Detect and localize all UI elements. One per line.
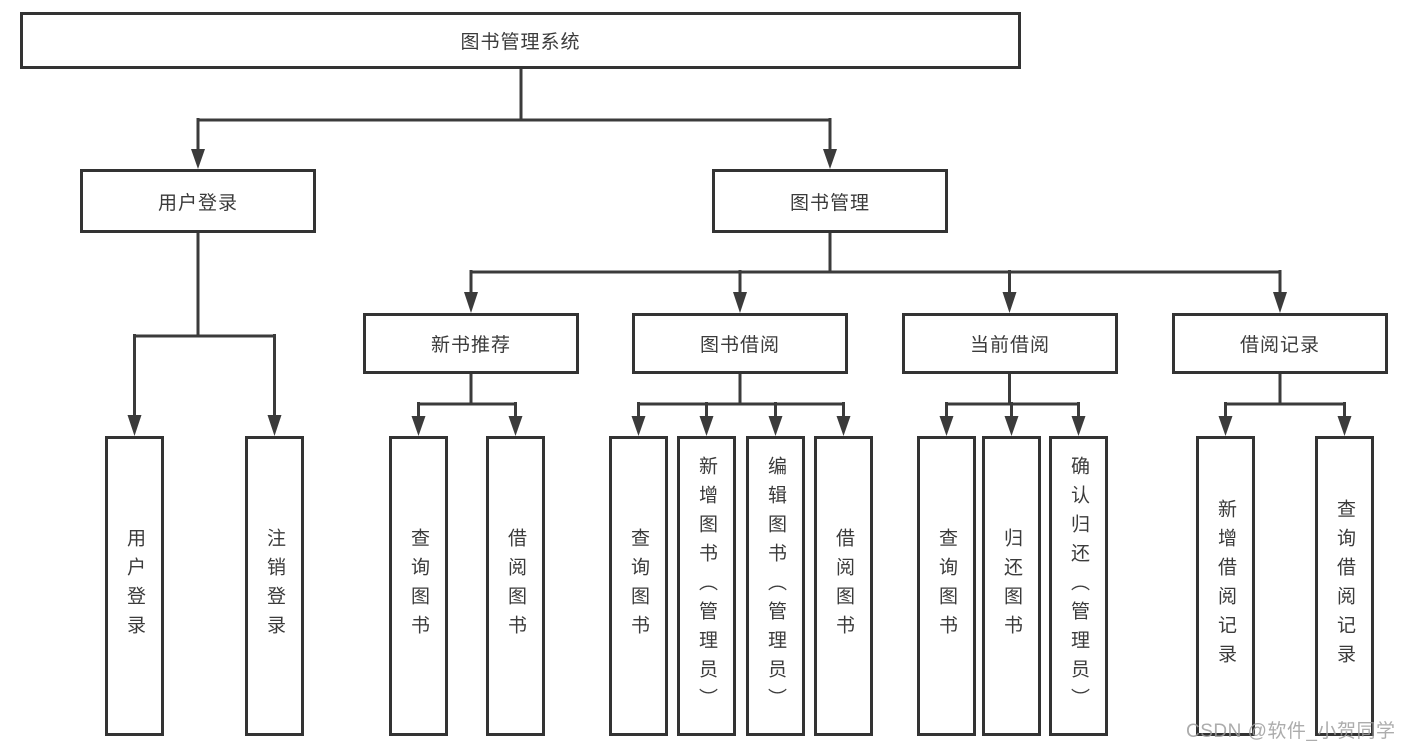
leaf-user-login: 用户登录 [105, 436, 164, 736]
leaf-label: 确认归还（管理员） [1068, 455, 1089, 717]
leaf-add-books-admin: 新增图书（管理员） [677, 436, 736, 736]
leaf-label: 查询借阅记录 [1334, 499, 1355, 673]
node-label: 借阅记录 [1239, 335, 1320, 356]
leaf-label: 查询图书 [628, 528, 649, 644]
node-label: 当前借阅 [969, 335, 1050, 356]
leaf-label: 借阅图书 [833, 528, 854, 644]
leaf-label: 新增图书（管理员） [696, 455, 717, 717]
node-label: 图书管理系统 [460, 32, 581, 53]
leaf-query-books-current: 查询图书 [917, 436, 976, 736]
leaf-query-books-recommend: 查询图书 [389, 436, 448, 736]
node-label: 用户登录 [157, 192, 238, 214]
leaf-query-books-borrow: 查询图书 [609, 436, 668, 736]
leaf-add-borrow-record: 新增借阅记录 [1196, 436, 1255, 736]
leaf-edit-books-admin: 编辑图书（管理员） [746, 436, 805, 736]
leaf-label: 借阅图书 [505, 528, 526, 644]
leaf-label: 编辑图书（管理员） [765, 455, 786, 717]
leaf-label: 归还图书 [1001, 528, 1022, 644]
node-book-borrow: 图书借阅 [632, 313, 848, 374]
leaf-label: 查询图书 [408, 528, 429, 644]
leaf-return-books: 归还图书 [982, 436, 1041, 736]
node-label: 图书管理 [789, 192, 870, 214]
leaf-label: 查询图书 [936, 528, 957, 644]
node-book-management-system: 图书管理系统 [20, 12, 1021, 69]
leaf-borrow-books-recommend: 借阅图书 [486, 436, 545, 736]
node-current-borrow: 当前借阅 [902, 313, 1118, 374]
csdn-watermark: CSDN @软件_小贺同学 [1186, 721, 1396, 742]
node-book-management-branch: 图书管理 [712, 169, 948, 233]
leaf-logout: 注销登录 [245, 436, 304, 736]
node-borrow-records: 借阅记录 [1172, 313, 1388, 374]
leaf-label: 新增借阅记录 [1215, 499, 1236, 673]
leaf-label: 注销登录 [264, 528, 285, 644]
leaf-borrow-books: 借阅图书 [814, 436, 873, 736]
node-label: 图书借阅 [699, 335, 780, 356]
node-label: 新书推荐 [430, 335, 511, 356]
leaf-label: 用户登录 [124, 528, 145, 644]
node-new-book-recommend: 新书推荐 [363, 313, 579, 374]
leaf-confirm-return-admin: 确认归还（管理员） [1049, 436, 1108, 736]
leaf-query-borrow-record: 查询借阅记录 [1315, 436, 1374, 736]
node-user-login-branch: 用户登录 [80, 169, 316, 233]
